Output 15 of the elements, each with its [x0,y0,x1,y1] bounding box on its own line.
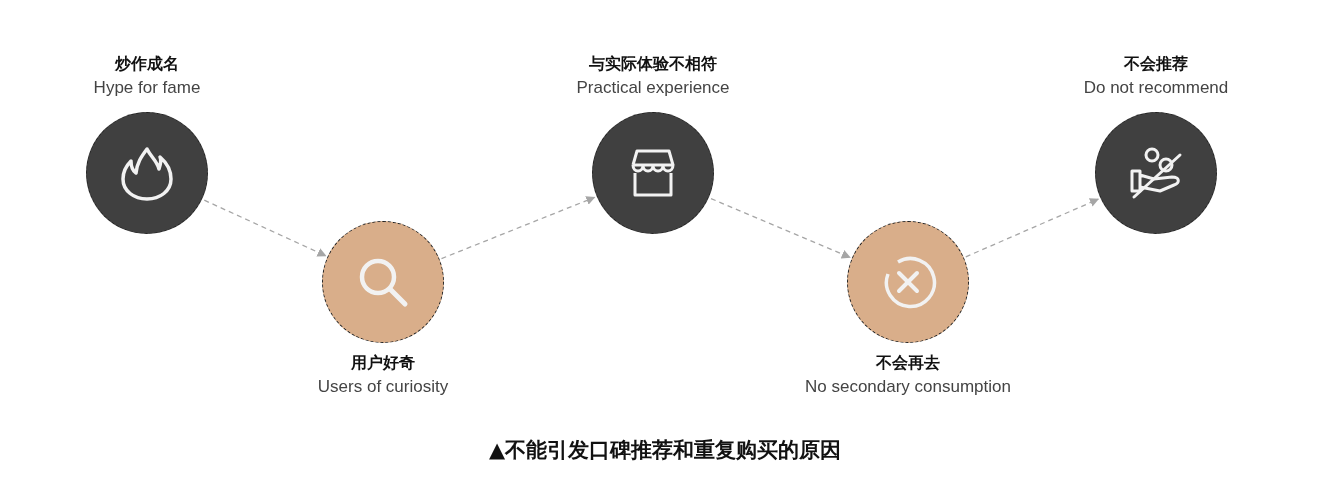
arrow [965,198,1100,258]
step-subtitle: Do not recommend [1082,78,1230,98]
step-title: 不会推荐 [1123,54,1189,75]
step-subtitle: Users of curiosity [316,377,450,397]
step-title: 不会再去 [875,353,941,374]
arrow [710,197,851,259]
step-title: 炒作成名 [114,54,180,75]
step-title: 与实际体验不相符 [588,54,718,75]
step-subtitle: Practical experience [575,78,731,98]
step-subtitle: Hype for fame [92,78,202,98]
step-subtitle: No secondary consumption [804,377,1012,397]
arrow [440,196,596,260]
arrow [203,199,327,257]
step-title: 用户好奇 [350,353,416,374]
caption: ▲不能引发口碑推荐和重复购买的原因 [487,437,843,464]
